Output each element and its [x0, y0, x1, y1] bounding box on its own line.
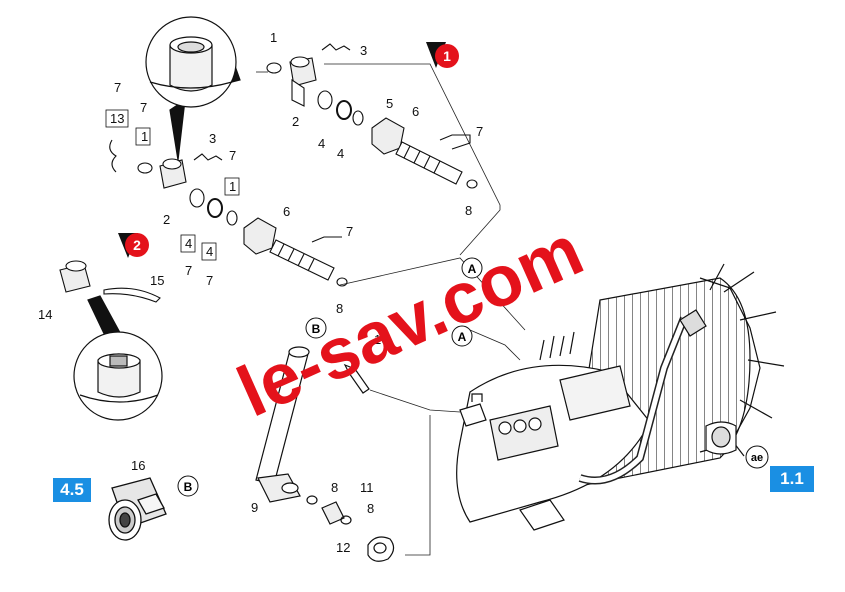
callout-7: 7 [229, 148, 236, 163]
svg-text:A: A [468, 262, 477, 276]
callout-7: 7 [114, 80, 121, 95]
detail-circle-bottom [73, 295, 163, 421]
callout-8: 8 [367, 501, 374, 516]
callout-7: 7 [206, 273, 213, 288]
callout-8: 8 [331, 480, 338, 495]
lower-valve-assembly [109, 139, 348, 287]
reference-marker-ae: ae [745, 445, 769, 469]
section-badge-left-label: 4.5 [60, 480, 84, 499]
callout-13: 13 [110, 111, 124, 126]
motor-pump-unit [456, 263, 785, 531]
callout-11: 11 [360, 480, 374, 495]
callout-2: 2 [163, 212, 170, 227]
reference-marker-A2: A [451, 325, 473, 347]
part-14-fitting [59, 260, 161, 303]
callout-1: 1 [270, 30, 277, 45]
callout-4: 4 [185, 236, 192, 251]
callout-2: 2 [292, 114, 299, 129]
callout-14: 14 [38, 307, 52, 322]
view-marker-1-label: 1 [443, 48, 451, 64]
callout-7: 7 [346, 224, 353, 239]
callout-brackets [105, 109, 240, 261]
callout-3: 3 [360, 43, 367, 58]
view-marker-1: 1 [426, 42, 459, 68]
callout-15: 15 [150, 273, 164, 288]
part-16-adapter [108, 477, 167, 541]
callout-8: 8 [465, 203, 472, 218]
callout-5: 5 [386, 96, 393, 111]
section-badge-right-label: 1.1 [780, 469, 804, 488]
callout-10: 10 [374, 332, 388, 347]
view-marker-2-label: 2 [133, 237, 141, 253]
callout-7: 7 [185, 263, 192, 278]
svg-text:ae: ae [751, 452, 763, 464]
callout-4: 4 [206, 244, 213, 259]
view-marker-2: 2 [118, 233, 149, 258]
detail-circle-top [145, 16, 241, 161]
reference-marker-B2: B [177, 475, 199, 497]
callout-8: 8 [336, 301, 343, 316]
callout-6: 6 [283, 204, 290, 219]
callout-6: 6 [412, 104, 419, 119]
callout-1: 1 [229, 179, 236, 194]
reference-marker-A1: A [461, 257, 483, 279]
callout-9: 9 [251, 500, 258, 515]
reference-marker-B1: B [305, 317, 327, 339]
callout-7: 7 [476, 124, 483, 139]
reference-markers: A A B B ae [177, 257, 769, 497]
upper-valve-assembly [266, 43, 478, 189]
connector-pipe [255, 346, 395, 562]
svg-text:A: A [458, 330, 467, 344]
callout-4: 4 [337, 146, 344, 161]
callout-7: 7 [140, 100, 147, 115]
callout-1: 1 [141, 129, 148, 144]
callout-4: 4 [318, 136, 325, 151]
callout-3: 3 [209, 131, 216, 146]
section-badge-right: 1.1 [770, 466, 814, 492]
section-badge-left: 4.5 [53, 478, 91, 502]
callout-12: 12 [336, 540, 350, 555]
callout-numbers: 1 3 7 13 7 1 2 4 4 5 6 7 8 3 7 1 2 4 7 4… [38, 30, 483, 555]
svg-text:B: B [184, 480, 193, 494]
callout-16: 16 [131, 458, 145, 473]
connection-lines [256, 63, 526, 556]
svg-text:B: B [312, 322, 321, 336]
